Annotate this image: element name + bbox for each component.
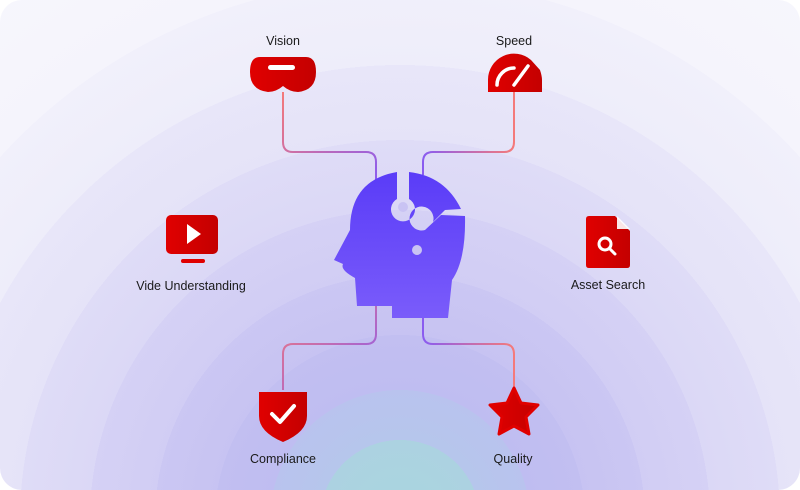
video-monitor-icon [166, 215, 218, 263]
file-search-icon [586, 216, 630, 268]
link-quality [422, 310, 515, 390]
node-label-quality: Quality [493, 452, 533, 466]
shield-check-icon [259, 392, 307, 442]
node-label-speed: Speed [495, 34, 533, 48]
link-vision [282, 92, 377, 185]
node-label-vision: Vision [266, 34, 300, 48]
node-label-video: Vide Understanding [136, 279, 246, 293]
vr-headset-icon [250, 57, 316, 92]
node-label-compliance: Compliance [249, 452, 317, 466]
head-with-headset-icon [334, 172, 466, 318]
node-label-asset: Asset Search [570, 278, 646, 292]
link-speed [422, 92, 515, 175]
link-compliance [282, 300, 377, 390]
star-icon [488, 386, 540, 436]
speedometer-icon [487, 53, 542, 92]
